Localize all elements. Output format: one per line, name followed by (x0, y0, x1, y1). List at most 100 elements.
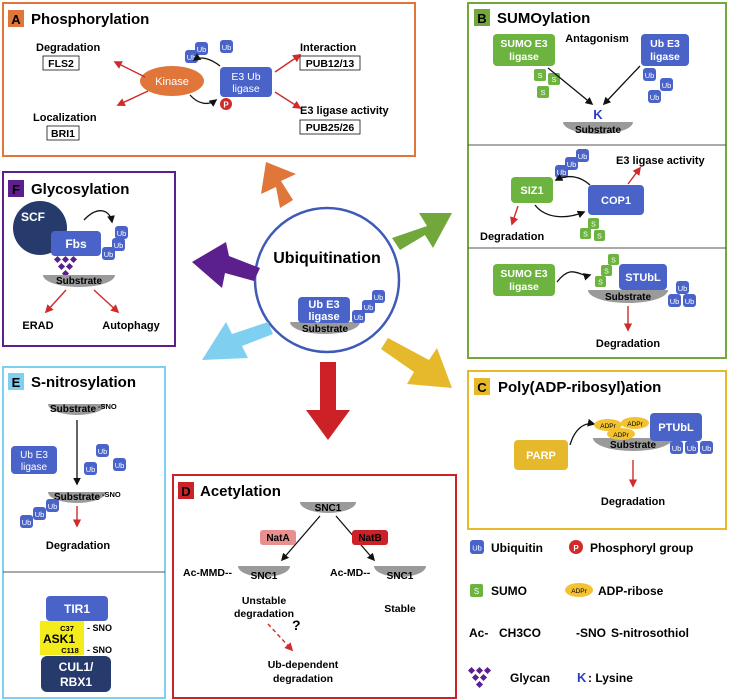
d-question: ? (292, 617, 301, 633)
b3-substrate-shape (588, 290, 668, 303)
b1-arrow-ub (602, 65, 641, 106)
parp-label: PARP (526, 450, 556, 462)
panel-d-frame (172, 474, 457, 699)
arrow-a-localization (116, 90, 149, 106)
d-arrow-dashed (267, 623, 294, 652)
legend: Ub Ubiquitin P Phosphoryl group S SUMO A… (467, 540, 693, 689)
b3-degradation: Degradation (596, 338, 660, 350)
stubl-label: STUbL (625, 272, 661, 284)
b1-ub-e3-box (641, 34, 689, 66)
b3-ub-chain: Ub Ub Ub (668, 281, 696, 307)
panel-a-e3-box (220, 67, 272, 97)
legend-sno: -SNO (576, 626, 606, 640)
d-arrow-left (280, 515, 321, 562)
b2-curve-bottom (534, 204, 586, 219)
d-snc1-left-shape (238, 566, 290, 577)
panel-b-title: SUMOylation (497, 10, 590, 27)
svg-text:S: S (551, 75, 556, 84)
erad-label: ERAD (22, 320, 53, 332)
svg-text:Ub: Ub (117, 229, 127, 238)
siz1-box (511, 177, 553, 203)
panel-d-badge (178, 482, 194, 499)
cop1-box (588, 185, 644, 215)
svg-text:Ub: Ub (687, 444, 697, 453)
c-curve (569, 418, 596, 446)
natb-label: NatB (358, 533, 381, 544)
b1-arrow-sumo (547, 67, 594, 105)
legend-snitrosothiol: S-nitrosothiol (611, 626, 689, 640)
ubdep-line1: Ub-dependent (268, 659, 339, 671)
panel-c-letter: C (477, 380, 487, 395)
svg-text:S: S (474, 587, 479, 596)
panel-a-frame (2, 2, 416, 157)
svg-text:S: S (591, 222, 596, 229)
f-substrate-shape (43, 275, 115, 287)
b1-ub-chain: Ub Ub Ub (643, 68, 673, 103)
e-ub-e3-box (11, 446, 57, 474)
gene-fls2: FLS2 (48, 58, 74, 70)
stubl-box (619, 264, 667, 290)
c-substrate: Substrate (610, 440, 657, 451)
panel-d-letter: D (181, 484, 190, 499)
b2-arrow-e3 (627, 166, 642, 185)
svg-text:Ub: Ub (472, 544, 482, 553)
panel-e-frame (2, 366, 166, 699)
cul1-line1: CUL1/ (59, 660, 94, 674)
panel-a-letter: A (11, 12, 21, 27)
b2-degradation: Degradation (480, 231, 544, 243)
center-ub-chain: Ub Ub Ub (352, 290, 385, 323)
d-snc1-right-shape (374, 566, 426, 577)
panel-a-title: Phosphorylation (31, 11, 149, 28)
arrow-to-parylation (381, 338, 452, 388)
center-e3-box (298, 297, 350, 323)
c-ub-chain: Ub Ub Ub (670, 441, 713, 454)
legend-glycan: Glycan (510, 671, 550, 685)
stable-label: Stable (384, 603, 416, 615)
svg-text:ADPr: ADPr (600, 423, 616, 430)
b1-sumo-e3-line2: ligase (509, 51, 539, 63)
svg-text:Ub: Ub (222, 43, 232, 52)
b3-sumo-e3-box (493, 264, 555, 296)
svg-text:Ub: Ub (678, 284, 688, 293)
box-bri1 (46, 125, 80, 141)
arrow-a-e3-activity (274, 91, 302, 109)
d-snc1-right: SNC1 (387, 571, 414, 582)
svg-text:Ub: Ub (670, 297, 680, 306)
b1-sumo-e3-box (493, 34, 555, 66)
ac-mmd-label: Ac-MMD-- (183, 567, 232, 579)
phospho-letter: P (223, 101, 229, 110)
panel-e-badge (8, 373, 24, 390)
b2-ub-chain: Ub Ub Ub (555, 149, 589, 178)
label-a-interaction: Interaction (300, 42, 357, 54)
b1-substrate: Substrate (575, 125, 622, 136)
svg-text:S: S (604, 269, 609, 276)
box-pub1213 (299, 55, 361, 71)
sno-label-c118: - SNO (87, 645, 112, 655)
c-adpr-chain: ADPr ADPr ADPr (594, 417, 649, 440)
autophagy-label: Autophagy (102, 320, 160, 332)
arrow-to-phosphorylation (261, 162, 296, 208)
b2-curve-top (554, 173, 591, 186)
svg-text:Ub: Ub (578, 152, 588, 161)
b1-ub-e3-line2: ligase (650, 51, 680, 63)
b3-curve (556, 271, 592, 283)
parp-box (514, 440, 568, 470)
ptubl-box (650, 413, 702, 441)
b1-sumo-chain: S S S (534, 69, 560, 98)
kinase-label: Kinase (155, 76, 189, 88)
fbs-label: Fbs (65, 237, 87, 251)
siz1-label: SIZ1 (520, 185, 543, 197)
panel-a-curve-top (192, 53, 221, 67)
svg-text:Ub: Ub (35, 510, 45, 519)
f-arrow-erad (44, 289, 67, 314)
label-a-localization: Localization (33, 112, 97, 124)
svg-text:Ub: Ub (104, 250, 114, 259)
gene-pub1213: PUB12/13 (306, 58, 355, 70)
f-ub-chain: Ub Ub Ub (102, 226, 128, 260)
c-degradation: Degradation (601, 496, 665, 508)
unstable-line2: degradation (234, 608, 294, 620)
svg-text:S: S (597, 234, 602, 241)
svg-text:Ub: Ub (662, 81, 672, 90)
arrow-to-snitrosylation (202, 322, 273, 360)
